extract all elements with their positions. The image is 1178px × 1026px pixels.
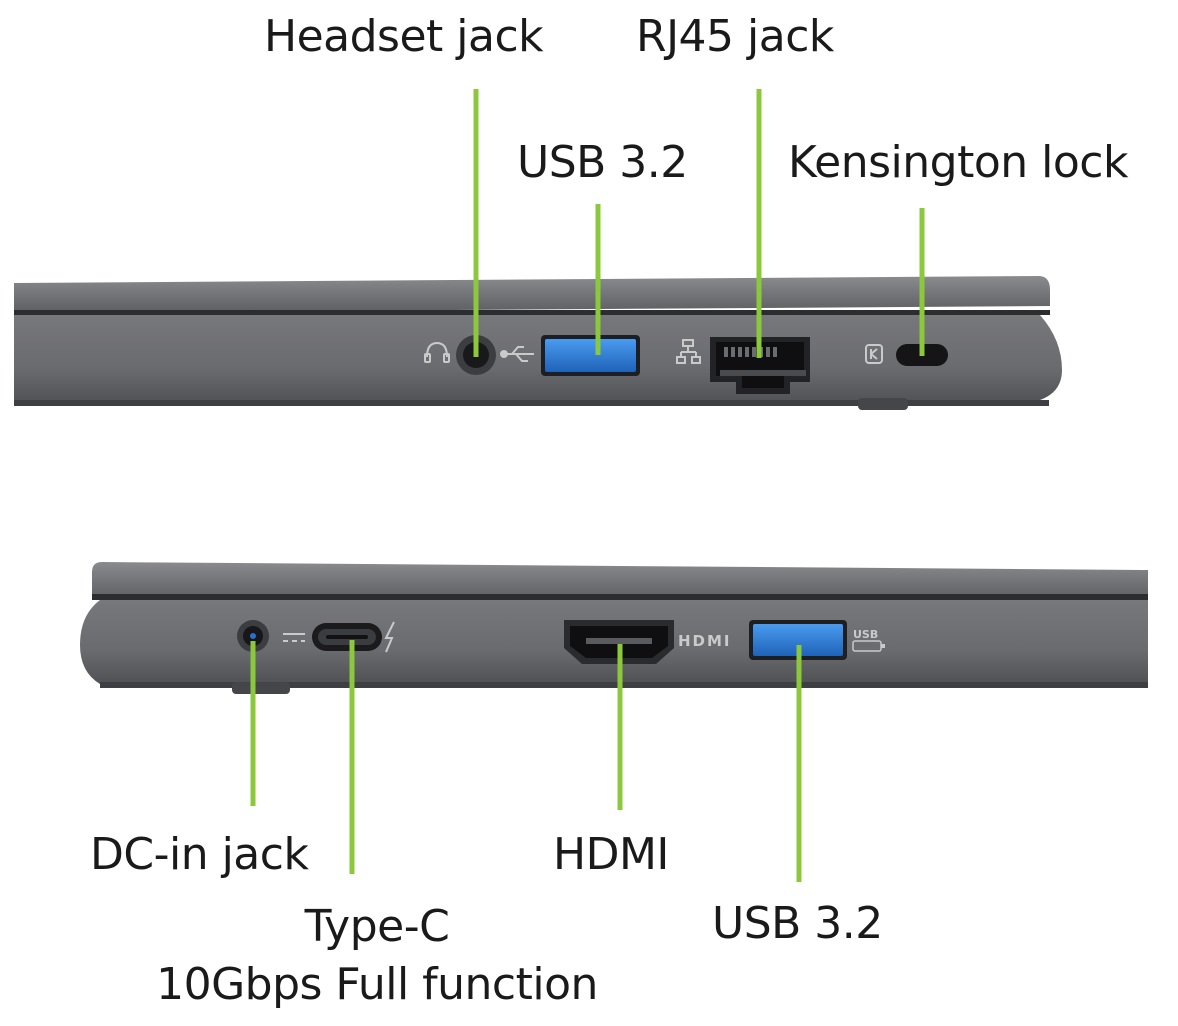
label-type-c-line2: 10Gbps Full function bbox=[156, 959, 598, 1010]
base-bottom-edge bbox=[14, 400, 1049, 406]
usb-marking: USB bbox=[852, 628, 885, 652]
label-dc-in-jack: DC-in jack bbox=[90, 829, 309, 880]
rj45-port bbox=[710, 337, 810, 394]
rubber-foot bbox=[858, 398, 908, 410]
svg-text:USB: USB bbox=[853, 628, 878, 641]
base-bottom-edge-left bbox=[100, 682, 1148, 688]
label-usb-top: USB 3.2 bbox=[517, 137, 688, 188]
callout-lines bbox=[250, 89, 925, 882]
label-hdmi: HDMI bbox=[553, 829, 669, 880]
laptop-right-side bbox=[14, 276, 1062, 410]
usb-icon bbox=[500, 346, 534, 362]
thunderbolt-icon bbox=[384, 621, 395, 653]
network-icon bbox=[676, 339, 701, 364]
label-rj45-jack: RJ45 jack bbox=[636, 11, 834, 62]
hdmi-port bbox=[564, 620, 674, 664]
rubber-foot-left bbox=[232, 682, 290, 694]
kensington-icon bbox=[865, 344, 883, 364]
label-kensington-lock: Kensington lock bbox=[788, 137, 1128, 188]
label-usb-bottom: USB 3.2 bbox=[712, 898, 883, 949]
lid-top bbox=[14, 276, 1050, 313]
lid-seam-left bbox=[92, 594, 1148, 600]
label-type-c: Type-C 10Gbps Full function bbox=[150, 898, 604, 1014]
label-headset-jack: Headset jack bbox=[264, 11, 544, 62]
dc-in-pin bbox=[250, 633, 256, 639]
label-type-c-line1: Type-C bbox=[304, 901, 450, 952]
headset-icon bbox=[424, 341, 450, 363]
usb-a-tongue-bottom bbox=[753, 624, 843, 656]
lid-seam bbox=[14, 310, 1050, 315]
usb-c-tongue bbox=[326, 635, 368, 639]
lid-top-left bbox=[92, 562, 1148, 600]
usb-a-tongue-top bbox=[545, 339, 636, 372]
hdmi-marking: HDMI bbox=[678, 632, 732, 650]
laptop-left-side: HDMI USB bbox=[80, 562, 1148, 694]
dc-power-icon bbox=[283, 633, 305, 642]
